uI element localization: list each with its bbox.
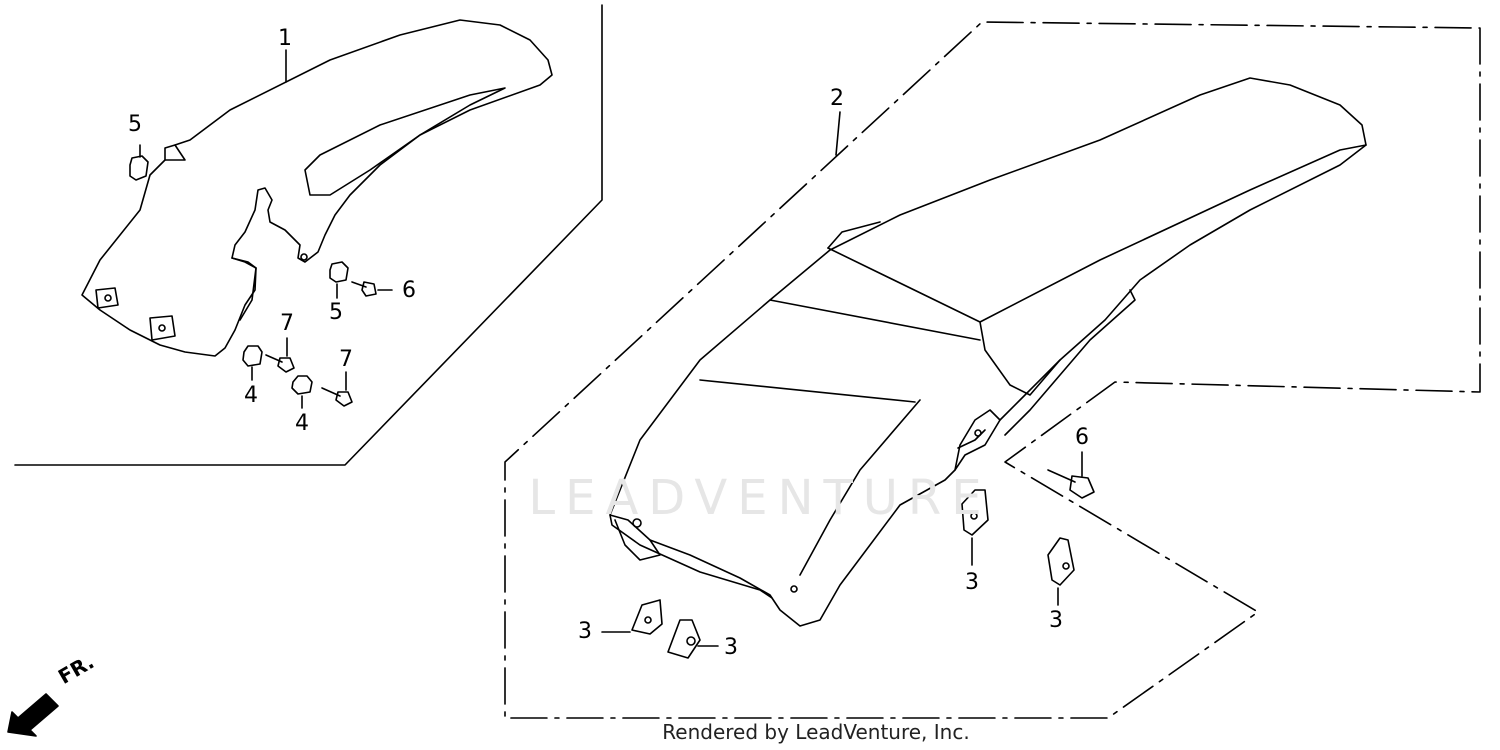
grommet-top-shape (129, 144, 149, 181)
screw-left-shape (265, 337, 295, 373)
callout-grommet-top: 5 (128, 112, 142, 137)
rear-fender-outline (609, 77, 1367, 627)
collar-right-shape (291, 375, 313, 409)
front-fender-group-border (14, 4, 603, 466)
leader-rear-fender (835, 111, 841, 156)
callout-screw-left: 7 (280, 311, 294, 336)
callout-nut-a: 3 (965, 570, 979, 595)
screw-right-shape (321, 371, 353, 407)
bolt-rear-shape (1047, 451, 1095, 499)
callout-front-fender: 1 (278, 26, 292, 51)
front-direction-arrow (7, 693, 59, 737)
callout-collar-right: 4 (295, 411, 309, 436)
callout-rear-fender: 2 (830, 86, 844, 111)
footer-credit: Rendered by LeadVenture, Inc. (662, 720, 970, 744)
callout-screw-right: 7 (339, 347, 353, 372)
watermark: LEADVENTURE (528, 470, 992, 526)
front-fender-outline (81, 19, 553, 357)
callout-bolt-front: 6 (402, 278, 416, 303)
nut-c-shape (601, 599, 663, 635)
nut-a-shape (961, 489, 989, 566)
callout-collar-left: 4 (244, 383, 258, 408)
bolt-front-shape (351, 281, 393, 297)
callout-nut-d: 3 (724, 635, 738, 660)
nut-b-shape (1047, 537, 1075, 606)
callout-bolt-rear: 6 (1075, 425, 1089, 450)
callout-grommet-side: 5 (329, 300, 343, 325)
collar-left-shape (242, 345, 263, 381)
callout-nut-c: 3 (578, 619, 592, 644)
rear-fender-group-border (504, 21, 1481, 719)
grommet-side-shape (329, 261, 349, 299)
nut-d-shape (667, 619, 719, 659)
callout-nut-b: 3 (1049, 608, 1063, 633)
